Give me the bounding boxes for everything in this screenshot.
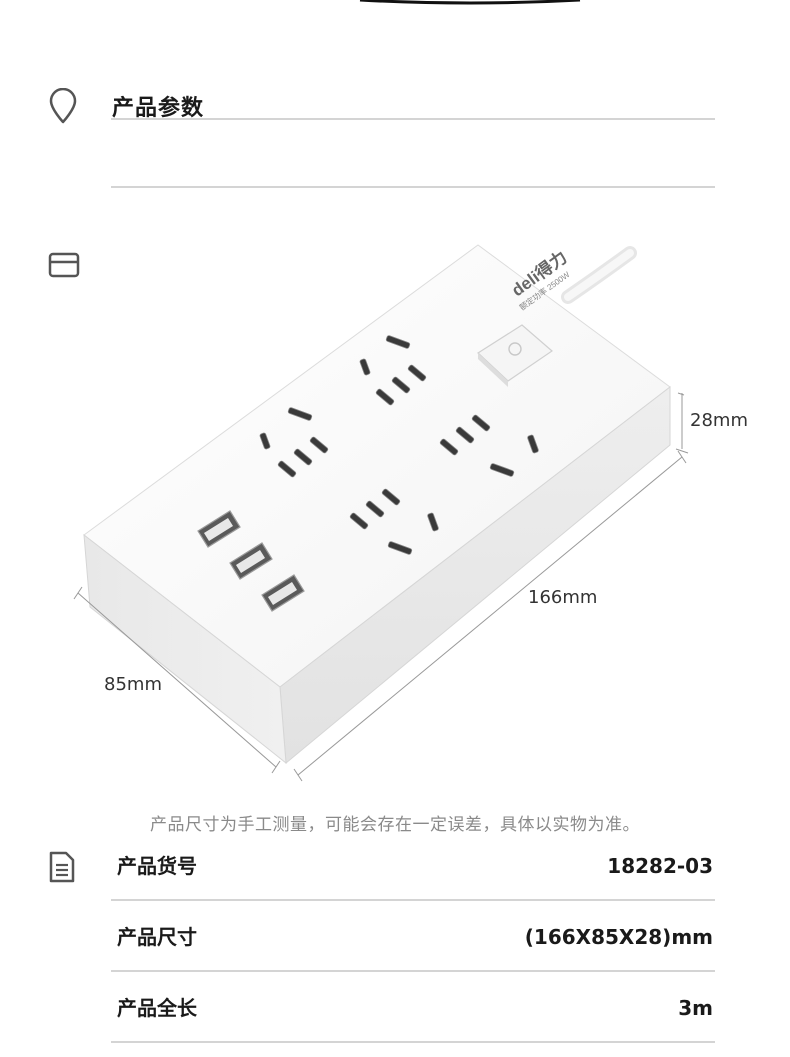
top-arc-decoration (359, 0, 581, 5)
spec-divider (111, 899, 715, 901)
spec-value: 18282-03 (607, 854, 713, 878)
document-icon (49, 851, 75, 883)
spec-label: 产品全长 (117, 996, 197, 1020)
dimension-height: 28mm (690, 410, 748, 431)
spec-divider (111, 970, 715, 972)
measurement-disclaimer: 产品尺寸为手工测量，可能会存在一定误差，具体以实物为准。 (150, 815, 640, 835)
spec-value: (166X85X28)mm (524, 925, 713, 949)
spec-label: 产品尺寸 (117, 925, 197, 949)
spec-divider (111, 1041, 715, 1043)
section-title-rule (111, 118, 715, 120)
dimension-width: 85mm (104, 674, 162, 695)
section-title: 产品参数 (112, 96, 205, 121)
spec-value: 3m (678, 996, 713, 1020)
spec-row-length: 产品全长 3m (111, 973, 715, 1043)
section-header: 产品参数 (0, 84, 790, 124)
card-icon (48, 252, 80, 278)
spec-label: 产品货号 (117, 854, 197, 878)
location-pin-icon (49, 88, 77, 124)
section-divider (111, 186, 715, 188)
spec-row-item-number: 产品货号 18282-03 (111, 831, 715, 901)
power-strip-image: deli得力 额定功率 2500W (73, 244, 689, 782)
dimension-length: 166mm (528, 587, 598, 608)
spec-row-size: 产品尺寸 (166X85X28)mm (111, 902, 715, 972)
